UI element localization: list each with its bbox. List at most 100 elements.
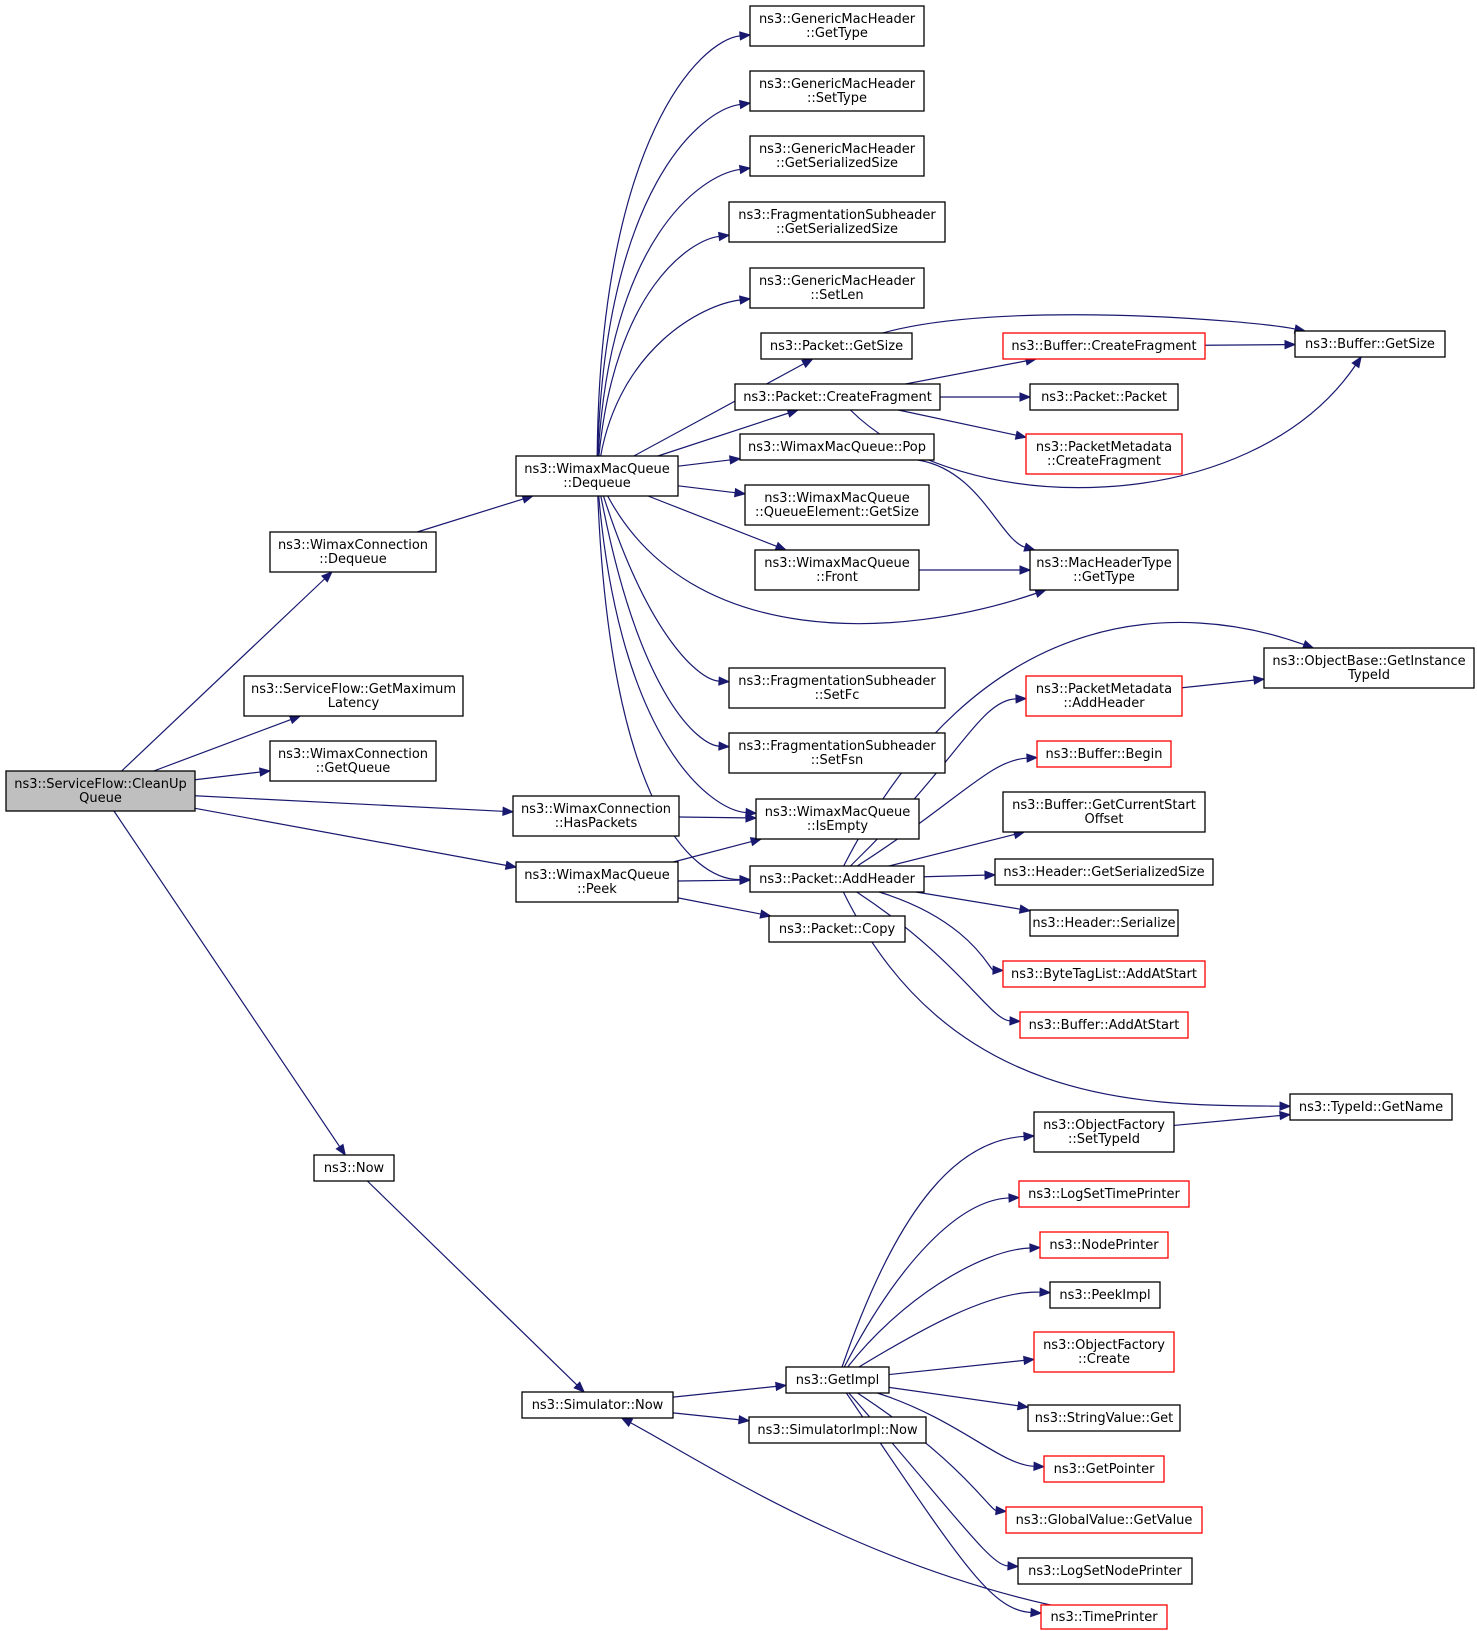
- node-label: ns3::LogSetTimePrinter: [1028, 1187, 1180, 1202]
- function-node-pkt-copy[interactable]: ns3::Packet::Copy: [768, 915, 906, 943]
- function-node-tid-getname[interactable]: ns3::TypeId::GetName: [1289, 1093, 1453, 1121]
- function-node-now[interactable]: ns3::Now: [313, 1154, 395, 1182]
- node-label: ns3::WimaxMacQueue: [764, 491, 910, 506]
- node-box: [1029, 909, 1179, 937]
- node-label: ::GetSerializedSize: [776, 156, 898, 171]
- node-label: ns3::Packet::GetSize: [770, 339, 903, 354]
- function-node-wc-hasp[interactable]: ns3::WimaxConnection::HasPackets: [512, 795, 680, 837]
- node-label: ns3::GenericMacHeader: [759, 142, 916, 157]
- function-node-wmq-qe[interactable]: ns3::WimaxMacQueue::QueueElement::GetSiz…: [744, 484, 930, 526]
- call-edge-pkt_addh-to-tid_getname: [842, 891, 1281, 1107]
- function-node-pkt-addh[interactable]: ns3::Packet::AddHeader: [749, 865, 925, 893]
- function-node-log-snp[interactable]: ns3::LogSetNodePrinter: [1017, 1557, 1193, 1585]
- function-node-gmh-gettype[interactable]: ns3::GenericMacHeader::GetType: [749, 5, 925, 47]
- function-node-wmq-isempty[interactable]: ns3::WimaxMacQueue::IsEmpty: [755, 798, 920, 840]
- function-node-peekimpl[interactable]: ns3::PeekImpl: [1049, 1281, 1161, 1309]
- node-label: ns3::WimaxMacQueue: [764, 556, 910, 571]
- function-node-pkt-pkt[interactable]: ns3::Packet::Packet: [1029, 383, 1179, 411]
- node-box: [1263, 647, 1475, 689]
- function-node-buf-aas[interactable]: ns3::Buffer::AddAtStart: [1019, 1011, 1189, 1039]
- node-label: ns3::WimaxConnection: [521, 802, 671, 817]
- node-label: ns3::WimaxMacQueue: [765, 805, 911, 820]
- call-edge-wc_hasp-to-wmq_isempty: [678, 816, 747, 819]
- node-label: ns3::PacketMetadata: [1036, 440, 1172, 455]
- function-node-gmh-settype[interactable]: ns3::GenericMacHeader::SetType: [749, 70, 925, 112]
- node-box: [1002, 332, 1206, 360]
- node-label: ns3::ObjectFactory: [1043, 1118, 1165, 1133]
- function-node-gv-getvalue[interactable]: ns3::GlobalValue::GetValue: [1005, 1506, 1203, 1534]
- function-node-wmq-deq[interactable]: ns3::WimaxMacQueue::Dequeue: [515, 455, 679, 497]
- node-box: [755, 798, 920, 840]
- function-node-wc-deq[interactable]: ns3::WimaxConnection::Dequeue: [269, 531, 437, 573]
- function-node-wmq-pop[interactable]: ns3::WimaxMacQueue::Pop: [739, 433, 935, 461]
- node-box: [269, 531, 437, 573]
- function-node-buf-cf[interactable]: ns3::Buffer::CreateFragment: [1002, 332, 1206, 360]
- function-node-hdr-gss[interactable]: ns3::Header::GetSerializedSize: [994, 858, 1214, 886]
- arrowhead: [738, 164, 752, 175]
- function-node-of-create[interactable]: ns3::ObjectFactory::Create: [1033, 1331, 1175, 1373]
- node-box: [1040, 1604, 1168, 1630]
- function-node-buf-getsize[interactable]: ns3::Buffer::GetSize: [1294, 330, 1446, 358]
- arrowhead: [1019, 392, 1032, 402]
- function-node-hdr-ser[interactable]: ns3::Header::Serialize: [1029, 909, 1179, 937]
- node-box: [748, 1416, 927, 1444]
- function-node-pkt-getsize[interactable]: ns3::Packet::GetSize: [760, 332, 913, 360]
- arrowhead: [1301, 639, 1315, 649]
- arrowhead: [1284, 339, 1297, 350]
- arrowhead: [718, 676, 731, 686]
- arrowhead: [1023, 542, 1036, 552]
- function-node-fs-gss[interactable]: ns3::FragmentationSubheader::GetSerializ…: [728, 201, 946, 243]
- function-node-gmh-gss[interactable]: ns3::GenericMacHeader::GetSerializedSize: [749, 135, 925, 177]
- function-node-nodeprinter[interactable]: ns3::NodePrinter: [1039, 1231, 1169, 1259]
- node-box: [1036, 740, 1172, 768]
- call-edge-wmq_deq-to-gmh_gss: [597, 168, 741, 457]
- node-box: [269, 740, 437, 782]
- function-node-wmq-peek[interactable]: ns3::WimaxMacQueue::Peek: [515, 861, 679, 903]
- function-node-sim-now[interactable]: ns3::Simulator::Now: [521, 1391, 674, 1419]
- arrowhead: [1007, 1561, 1020, 1571]
- function-node-wmq-front[interactable]: ns3::WimaxMacQueue::Front: [754, 549, 920, 591]
- function-node-of-settid[interactable]: ns3::ObjectFactory::SetTypeId: [1033, 1111, 1175, 1153]
- node-label: ns3::Simulator::Now: [532, 1398, 664, 1413]
- node-label: ns3::Packet::Copy: [779, 922, 896, 937]
- function-node-simimpl-now[interactable]: ns3::SimulatorImpl::Now: [748, 1416, 927, 1444]
- function-node-wc-getq[interactable]: ns3::WimaxConnection::GetQueue: [269, 740, 437, 782]
- function-node-mht-gettype[interactable]: ns3::MacHeaderType::GetType: [1029, 549, 1179, 591]
- call-edge-wmq_deq-to-wmq_qe: [677, 485, 736, 494]
- call-edge-of_settid-to-tid_getname: [1173, 1114, 1281, 1127]
- function-node-pm-addh[interactable]: ns3::PacketMetadata::AddHeader: [1025, 675, 1183, 717]
- node-label: ns3::Packet::AddHeader: [759, 872, 915, 887]
- function-node-timeprinter[interactable]: ns3::TimePrinter: [1040, 1604, 1168, 1630]
- node-box: [1033, 1331, 1175, 1373]
- function-node-gmh-setlen[interactable]: ns3::GenericMacHeader::SetLen: [749, 267, 925, 309]
- node-box: [1033, 1111, 1175, 1153]
- call-edge-getimpl-to-timeprinter: [845, 1392, 1032, 1614]
- arrowhead: [1030, 1607, 1043, 1618]
- function-node-pm-cf[interactable]: ns3::PacketMetadata::CreateFragment: [1025, 433, 1183, 475]
- arrowhead: [738, 1414, 751, 1425]
- function-node-pkt-cf[interactable]: ns3::Packet::CreateFragment: [734, 383, 941, 411]
- function-node-fs-setfsn[interactable]: ns3::FragmentationSubheader::SetFsn: [728, 732, 946, 774]
- call-edge-wmq_deq-to-fs_gss: [598, 235, 720, 457]
- call-edge-now-to-sim_now: [366, 1180, 578, 1386]
- arrowhead: [1253, 675, 1266, 685]
- function-node-buf-begin[interactable]: ns3::Buffer::Begin: [1036, 740, 1172, 768]
- function-node-btl-aas[interactable]: ns3::ByteTagList::AddAtStart: [1002, 960, 1206, 988]
- call-edge-getimpl-to-peekimpl: [858, 1291, 1041, 1368]
- node-label: ns3::Now: [324, 1161, 385, 1176]
- call-edge-sim_now-to-simimpl_now: [672, 1412, 740, 1421]
- function-node-fs-setfc[interactable]: ns3::FragmentationSubheader::SetFc: [728, 667, 946, 709]
- function-node-log-stp[interactable]: ns3::LogSetTimePrinter: [1018, 1180, 1190, 1208]
- function-node-getpointer[interactable]: ns3::GetPointer: [1043, 1455, 1165, 1483]
- function-node-getimpl[interactable]: ns3::GetImpl: [785, 1366, 890, 1394]
- node-label: ns3::GenericMacHeader: [759, 12, 916, 27]
- call-edge-getimpl-to-getpointer: [877, 1392, 1035, 1467]
- node-label: ns3::WimaxConnection: [278, 747, 428, 762]
- node-box: [1027, 1404, 1181, 1432]
- function-node-sv-get[interactable]: ns3::StringValue::Get: [1027, 1404, 1181, 1432]
